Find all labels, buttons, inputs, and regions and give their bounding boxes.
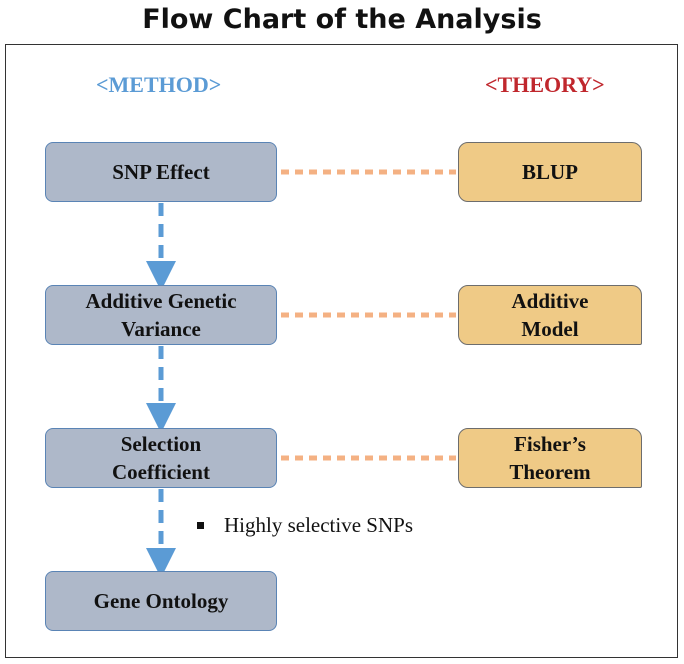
theory-box-label: Additive: [511, 289, 589, 313]
square-bullet-icon: [197, 522, 204, 529]
method-box-label: Selection: [120, 432, 202, 456]
method-box-selection-coefficient: Selection Coefficient: [45, 428, 277, 488]
theory-box-blup: BLUP: [458, 142, 642, 202]
method-heading: <METHOD>: [96, 72, 222, 97]
theory-box-label: Model: [521, 317, 579, 341]
selective-snps-note: Highly selective SNPs: [197, 513, 413, 538]
method-box-label: Coefficient: [112, 460, 210, 484]
method-box-additive-genetic-variance: Additive Genetic Variance: [45, 285, 277, 345]
method-box-label: SNP Effect: [112, 160, 210, 184]
theory-box-fishers-theorem: Fisher’s Theorem: [458, 428, 642, 488]
theory-box-label: Fisher’s: [514, 432, 586, 456]
diagram-title: Flow Chart of the Analysis: [142, 4, 542, 35]
theory-box-label: Theorem: [509, 460, 591, 484]
theory-heading: <THEORY>: [485, 72, 605, 97]
method-box-gene-ontology: Gene Ontology: [45, 571, 277, 631]
note-text: Highly selective SNPs: [224, 513, 413, 537]
method-box-label: Additive Genetic: [85, 289, 237, 313]
theory-box-additive-model: Additive Model: [458, 285, 642, 345]
method-box-label: Variance: [121, 317, 201, 341]
method-box-label: Gene Ontology: [93, 589, 229, 613]
diagram-frame: [5, 44, 678, 658]
theory-box-label: BLUP: [521, 160, 578, 184]
method-box-snp-effect: SNP Effect: [45, 142, 277, 202]
